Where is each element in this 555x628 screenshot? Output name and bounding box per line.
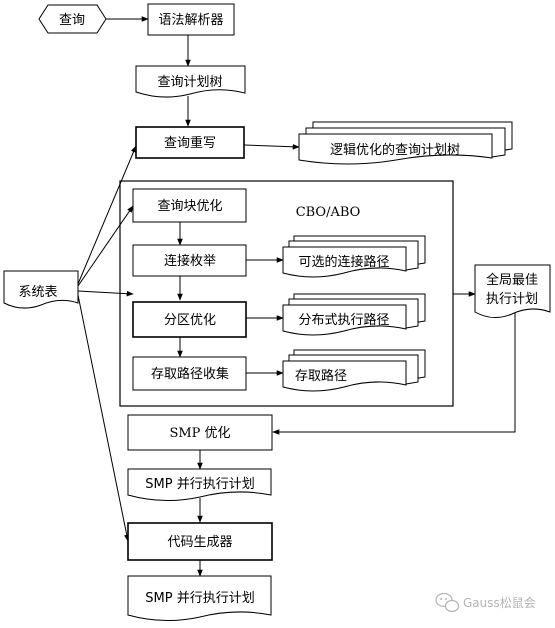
- node-query-rewrite-label: 查询重写: [164, 135, 216, 151]
- node-join-enumeration: 连接枚举: [132, 244, 247, 277]
- node-query-label: 查询: [59, 13, 85, 28]
- node-code-generator-label: 代码生成器: [167, 535, 232, 550]
- node-smp-optimization-label: SMP 优化: [169, 426, 230, 441]
- node-code-generator: 代码生成器: [127, 522, 273, 561]
- node-access-paths: 存取路径: [282, 349, 426, 392]
- node-smp-parallel-plan-2: SMP 并行执行计划: [127, 575, 272, 622]
- edges: [77, 16, 516, 577]
- node-parser-label: 语法解析器: [158, 13, 223, 28]
- node-smp-parallel-plan-1-label: SMP 并行执行计划: [145, 477, 254, 492]
- node-access-path-collection: 存取路径收集: [132, 356, 247, 391]
- node-query-rewrite: 查询重写: [135, 126, 245, 159]
- node-join-enumeration-label: 连接枚举: [164, 253, 216, 269]
- edge-systables-to-block: [77, 205, 134, 287]
- cbo-abo-label: CBO/ABO: [296, 205, 361, 220]
- node-distributed-execution-paths-label: 分布式执行路径: [298, 312, 389, 328]
- node-partition-optimization: 分区优化: [132, 301, 247, 338]
- watermark: Gauss松鼠会: [435, 592, 536, 613]
- edge-systables-to-codegen: [77, 294, 130, 542]
- node-partition-optimization-label: 分区优化: [164, 313, 216, 328]
- edge-rewrite-to-logical: [243, 143, 300, 150]
- node-logical-plan-tree-label: 逻辑优化的查询计划树: [330, 142, 460, 158]
- watermark-text: Gauss松鼠会: [463, 596, 536, 610]
- node-query-plan-tree: 查询计划树: [135, 65, 246, 98]
- node-global-best-plan: 全局最佳 执行计划: [474, 264, 551, 318]
- node-query: 查询: [38, 4, 107, 34]
- node-global-best-plan-label-2: 执行计划: [486, 292, 538, 307]
- node-smp-optimization: SMP 优化: [127, 414, 273, 451]
- node-query-block-optimization-label: 查询块优化: [157, 199, 222, 214]
- node-system-tables: 系统表: [3, 270, 79, 309]
- edge-systables-to-frame: [77, 290, 134, 297]
- node-logical-plan-tree: 逻辑优化的查询计划树: [298, 121, 513, 165]
- edge-global-to-smp: [272, 313, 516, 435]
- node-query-block-optimization: 查询块优化: [132, 188, 247, 223]
- node-system-tables-label: 系统表: [18, 285, 57, 300]
- node-query-plan-tree-label: 查询计划树: [157, 75, 222, 90]
- node-access-path-collection-label: 存取路径收集: [151, 366, 229, 382]
- node-parser: 语法解析器: [147, 3, 235, 36]
- node-global-best-plan-label-1: 全局最佳: [486, 272, 538, 288]
- node-smp-parallel-plan-1: SMP 并行执行计划: [127, 468, 272, 502]
- node-distributed-execution-paths: 分布式执行路径: [282, 293, 426, 336]
- cbo-abo-frame: CBO/ABO: [119, 180, 454, 407]
- node-optional-join-paths: 可选的连接路径: [282, 235, 426, 278]
- node-optional-join-paths-label: 可选的连接路径: [298, 254, 389, 270]
- wechat-icon: [435, 592, 460, 613]
- node-smp-parallel-plan-2-label: SMP 并行执行计划: [145, 591, 254, 606]
- edge-systables-to-rewrite: [77, 145, 137, 285]
- node-access-paths-label: 存取路径: [295, 368, 347, 384]
